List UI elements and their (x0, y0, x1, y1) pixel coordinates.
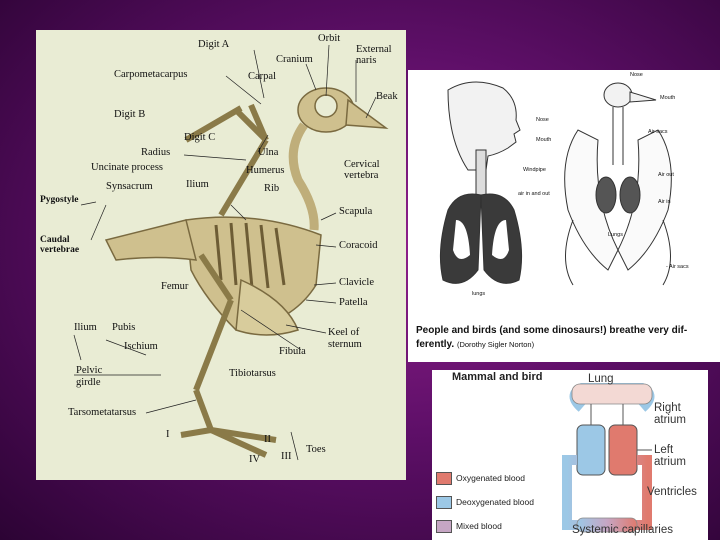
circulation-diagram: Mammal and bird Lung Right atrium Left a… (432, 370, 708, 540)
label-tibiotarsus: Tibiotarsus (229, 369, 276, 380)
bird-skeleton-diagram: Digit A Orbit Cranium External naris Car… (36, 30, 406, 480)
label-ischium: Ischium (124, 342, 158, 353)
right-heart (577, 425, 605, 475)
bird-right-lung (620, 177, 640, 213)
human-windpipe-shape (476, 150, 486, 195)
legend-swatch-oxygenated (436, 472, 452, 485)
label-tarsometatarsus: Tarsometatarsus (68, 408, 136, 419)
label-systemic-capillaries: Systemic capillaries (572, 525, 673, 537)
human-label-lungs: lungs (472, 292, 485, 298)
legend-oxygenated: Oxygenated blood (436, 470, 525, 486)
label-toe-ii: II (264, 435, 271, 446)
label-humerus: Humerus (246, 166, 285, 177)
pelvis-shape (106, 220, 196, 260)
legend-mixed: Mixed blood (436, 518, 502, 534)
label-cranium: Cranium (276, 55, 313, 66)
bird-left-lung (596, 177, 616, 213)
lung-capillaries (572, 384, 652, 404)
label-pelvic-girdle: Pelvic girdle (76, 365, 102, 389)
label-left-atrium: Left atrium (654, 445, 686, 468)
label-toe-iv: IV (249, 455, 260, 466)
label-carpometacarpus: Carpometacarpus (114, 70, 187, 81)
label-toe-i: I (166, 430, 170, 441)
breathing-drawing (408, 70, 720, 362)
label-uncinate-process: Uncinate process (91, 163, 163, 174)
left-heart (609, 425, 637, 475)
label-ilium-lower: Ilium (74, 323, 97, 334)
bird-label-lungs: Lungs (608, 233, 623, 239)
human-label-mouth: Mouth (536, 138, 551, 144)
label-rib: Rib (264, 184, 279, 195)
legend-label-mixed: Mixed blood (456, 521, 502, 531)
label-clavicle: Clavicle (339, 278, 374, 289)
legend-swatch-deoxygenated (436, 496, 452, 509)
breathing-caption: People and birds (and some dinosaurs!) b… (416, 324, 716, 351)
label-fibula: Fibula (279, 347, 306, 358)
label-pygostyle: Pygostyle (40, 196, 79, 206)
label-radius: Radius (141, 148, 170, 159)
tibiotarsus-shape (196, 300, 231, 390)
bird-label-mouth: Mouth (660, 96, 675, 102)
bird-label-air-in: Air in (658, 200, 671, 206)
orbit-shape (315, 95, 337, 117)
label-toes: Toes (306, 445, 326, 456)
bird-head-shape (604, 83, 632, 107)
legend-swatch-mixed (436, 520, 452, 533)
human-label-windpipe: Windpipe (523, 168, 546, 174)
label-pubis: Pubis (112, 323, 135, 334)
human-label-nose: Nose (536, 118, 549, 124)
label-cervical-vertebra: Cervical vertebra (344, 160, 380, 181)
label-patella: Patella (339, 298, 368, 309)
label-coracoid: Coracoid (339, 241, 378, 252)
label-digit-c: Digit C (184, 133, 215, 144)
tarsometatarsus-shape (196, 390, 211, 430)
bird-label-air-out: Air out (658, 173, 674, 179)
label-ulna: Ulna (258, 148, 278, 159)
beak-shape (346, 100, 386, 128)
label-carpal: Carpal (248, 72, 276, 83)
human-label-air-in-out: air in and out (518, 192, 550, 198)
caption-credit: (Dorothy Sigler Norton) (457, 340, 534, 349)
circulation-title: Mammal and bird (452, 371, 542, 383)
legend-label-oxygenated: Oxygenated blood (456, 473, 525, 483)
label-toe-iii: III (281, 452, 292, 463)
legend-label-deoxygenated: Deoxygenated blood (456, 497, 534, 507)
label-beak: Beak (376, 92, 398, 103)
label-caudal-vertebrae: Caudal vertebrae (40, 235, 79, 256)
label-right-atrium: Right atrium (654, 403, 686, 426)
bird-label-nose: Nose (630, 73, 643, 79)
label-scapula: Scapula (339, 207, 372, 218)
neck-shape (293, 125, 314, 230)
label-orbit: Orbit (318, 34, 340, 45)
label-digit-a: Digit A (198, 40, 229, 51)
legend-deoxygenated: Deoxygenated blood (436, 494, 534, 510)
label-keel-of-sternum: Keel of sternum (328, 327, 362, 351)
label-ventricles: Ventricles (647, 487, 697, 499)
label-digit-b: Digit B (114, 110, 145, 121)
label-external-naris: External naris (356, 45, 392, 66)
label-synsacrum: Synsacrum (106, 182, 153, 193)
label-ilium-upper: Ilium (186, 180, 209, 191)
bird-label-air-sacs: Air sacs (648, 130, 668, 136)
breathing-comparison-diagram: Nose Mouth Windpipe air in and out lungs… (408, 70, 720, 362)
label-lung: Lung (588, 374, 614, 386)
label-femur: Femur (161, 282, 188, 293)
bird-label-air-sacs-lower: - Air sacs (666, 265, 689, 271)
